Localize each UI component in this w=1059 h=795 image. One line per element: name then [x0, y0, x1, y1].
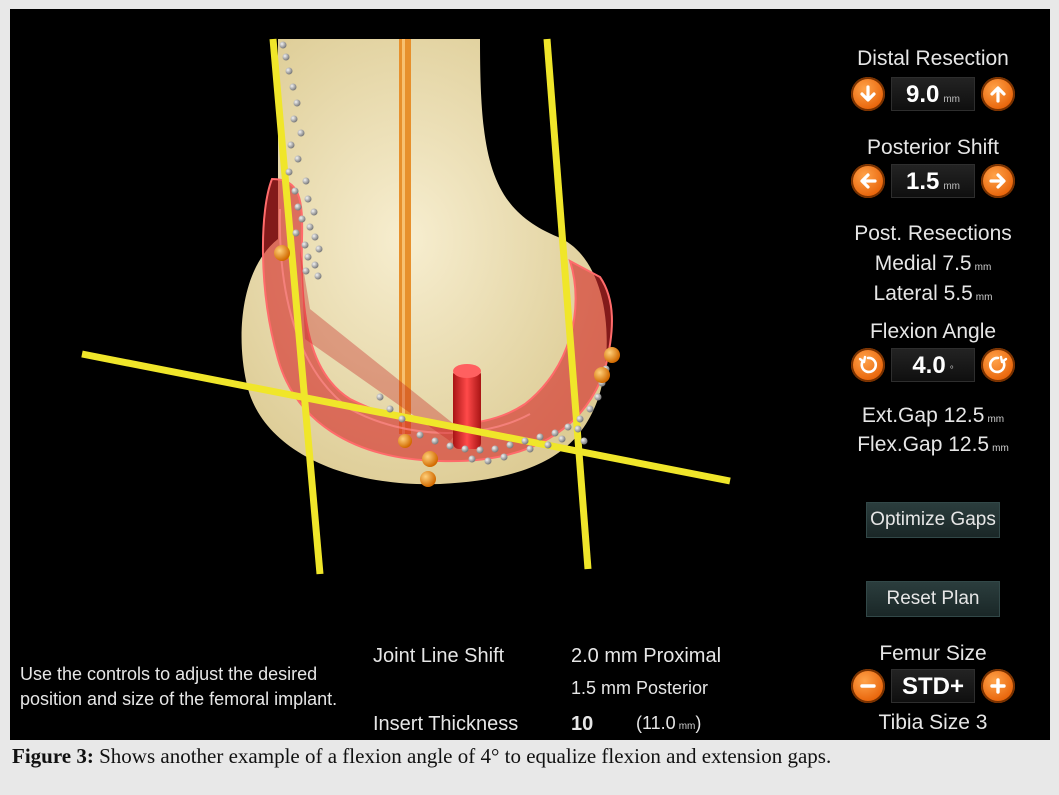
landmark-points: [279, 41, 614, 465]
caption-text: Shows another example of a flexion angle…: [99, 744, 832, 768]
insert-thickness-unit: mm: [678, 721, 696, 732]
guide-line-right: [543, 38, 592, 570]
distal-decrease-button[interactable]: [851, 77, 885, 111]
insert-thickness-label: Insert Thickness: [373, 713, 519, 735]
implant-peg: [453, 369, 481, 449]
femur-bone: [241, 39, 607, 485]
insert-thickness-actual-value: (11.0: [636, 713, 676, 733]
guide-line-oblique: [81, 350, 731, 485]
femur-size-label: Femur Size: [879, 642, 987, 665]
joint-line-shift-label: Joint Line Shift: [373, 645, 505, 667]
distal-resection-unit: mm: [943, 94, 961, 105]
femur-size-control: STD+: [848, 669, 1018, 703]
posterior-shift-right-button[interactable]: [981, 164, 1015, 198]
extension-gap-unit: mm: [987, 414, 1005, 425]
arrow-up-icon: [990, 86, 1006, 103]
arrow-left-icon: [860, 173, 877, 189]
femur-size-increase-button[interactable]: [981, 669, 1015, 703]
minus-icon: [860, 684, 876, 688]
femur-3d-view[interactable]: [10, 9, 840, 589]
posterior-shift-label: Posterior Shift: [867, 136, 999, 159]
femur-size-value: STD+: [901, 673, 964, 700]
flexion-angle-label: Flexion Angle: [869, 320, 997, 343]
reset-plan-button[interactable]: Reset Plan: [866, 581, 1000, 617]
distal-resection-label: Distal Resection: [857, 47, 1009, 70]
flexion-angle-unit: °: [949, 365, 954, 376]
arrow-right-icon: [989, 173, 1006, 189]
figure-caption: Figure 3: Shows another example of a fle…: [12, 744, 831, 769]
femur-size-decrease-button[interactable]: [851, 669, 885, 703]
femur-size-display: STD+: [891, 669, 975, 703]
distal-increase-button[interactable]: [981, 77, 1015, 111]
arrow-down-icon: [860, 85, 876, 102]
rotate-ccw-icon: [858, 355, 878, 374]
instructions-line-1: Use the controls to adjust the desired: [20, 664, 318, 684]
optimize-gaps-button[interactable]: Optimize Gaps: [866, 502, 1000, 538]
flexion-gap-value: Flex.Gap 12.5: [857, 433, 990, 456]
tibia-size: Tibia Size 3: [878, 711, 988, 734]
distal-resection-value: 9.0: [905, 81, 940, 108]
medial-resection-value: Medial 7.5: [874, 252, 972, 275]
reference-markers: [274, 245, 620, 487]
posterior-shift-value: 1.5: [905, 168, 940, 195]
lateral-resection-unit: mm: [975, 292, 993, 303]
flexion-angle-display: 4.0°: [891, 348, 975, 382]
posterior-shift-unit: mm: [943, 181, 961, 192]
flexion-gap-unit: mm: [992, 443, 1009, 454]
rotate-cw-icon: [988, 355, 1008, 374]
extension-gap-value: Ext.Gap 12.5: [861, 404, 985, 427]
post-resections-label: Post. Resections: [854, 222, 1012, 245]
joint-line-shift-proximal: 2.0 mm Proximal: [571, 645, 722, 667]
rotate-ccw-button[interactable]: [851, 348, 885, 382]
instructions-line-2: position and size of the femoral implant…: [20, 689, 338, 709]
posterior-shift-left-button[interactable]: [851, 164, 885, 198]
medial-resection-unit: mm: [974, 262, 992, 273]
insert-thickness-value: 10: [571, 713, 594, 735]
rotate-cw-button[interactable]: [981, 348, 1015, 382]
flexion-angle-value: 4.0: [912, 352, 946, 379]
caption-label: Figure 3:: [12, 744, 94, 768]
insert-thickness-paren-close: ): [695, 713, 702, 733]
flexion-angle-control: 4.0°: [848, 348, 1018, 382]
plus-icon: [990, 678, 1006, 694]
joint-line-shift-posterior: 1.5 mm Posterior: [571, 678, 709, 698]
guide-line-left: [269, 38, 324, 575]
lateral-resection-value: Lateral 5.5: [873, 282, 973, 305]
